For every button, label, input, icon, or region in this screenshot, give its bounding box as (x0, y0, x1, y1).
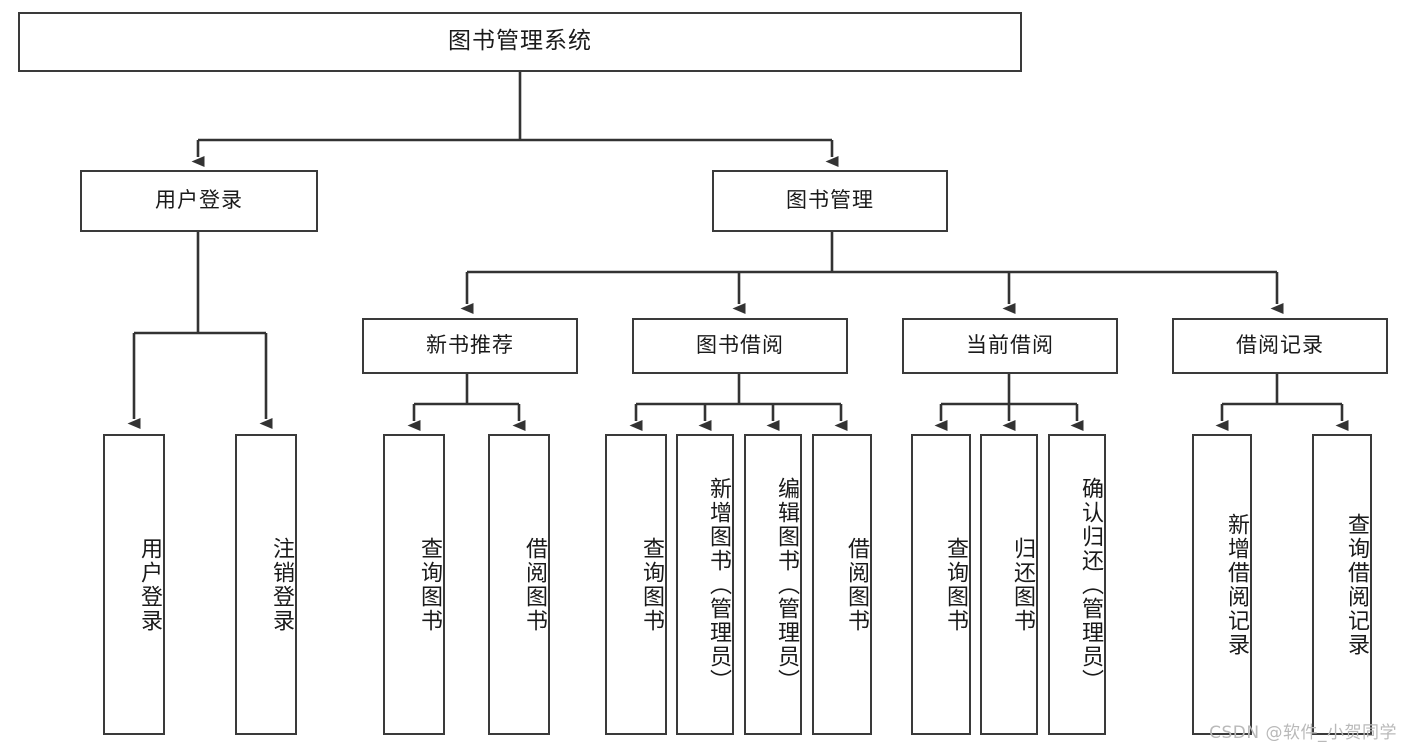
node-label: 注销登录 (269, 536, 294, 633)
node-label: 借阅记录 (1236, 333, 1324, 358)
node-label: 图书管理 (786, 188, 874, 213)
node-new-book-recommend[interactable]: 新书推荐 (362, 318, 578, 374)
node-label: 新书推荐 (426, 333, 514, 358)
node-label: 新增图书（管理员） (706, 476, 731, 693)
leaf-add-borrow-record[interactable]: 新增借阅记录 (1192, 434, 1252, 735)
leaf-add-book[interactable]: 新增图书（管理员） (676, 434, 734, 735)
node-label: 借阅图书 (844, 536, 869, 633)
leaf-logout-login[interactable]: 注销登录 (235, 434, 297, 735)
leaf-query-borrow-record[interactable]: 查询借阅记录 (1312, 434, 1372, 735)
node-label: 归还图书 (1010, 536, 1035, 633)
node-label: 确认归还（管理员） (1078, 476, 1103, 693)
leaf-borrow-book-2[interactable]: 借阅图书 (812, 434, 872, 735)
node-label: 查询借阅记录 (1344, 512, 1369, 657)
node-label: 图书管理系统 (448, 28, 592, 55)
node-current-borrow[interactable]: 当前借阅 (902, 318, 1118, 374)
leaf-query-book-1[interactable]: 查询图书 (383, 434, 445, 735)
node-label: 当前借阅 (966, 333, 1054, 358)
watermark-text: CSDN @软件_小贺同学 (1209, 723, 1397, 743)
node-label: 用户登录 (137, 536, 162, 633)
node-book-manage[interactable]: 图书管理 (712, 170, 948, 232)
node-label: 查询图书 (943, 536, 968, 633)
leaf-borrow-book-1[interactable]: 借阅图书 (488, 434, 550, 735)
leaf-confirm-return[interactable]: 确认归还（管理员） (1048, 434, 1106, 735)
node-root-system[interactable]: 图书管理系统 (18, 12, 1022, 72)
leaf-user-login[interactable]: 用户登录 (103, 434, 165, 735)
node-label: 查询图书 (417, 536, 442, 633)
node-label: 借阅图书 (522, 536, 547, 633)
node-borrow-record[interactable]: 借阅记录 (1172, 318, 1388, 374)
leaf-edit-book[interactable]: 编辑图书（管理员） (744, 434, 802, 735)
leaf-query-book-3[interactable]: 查询图书 (911, 434, 971, 735)
node-label: 图书借阅 (696, 333, 784, 358)
node-user-login[interactable]: 用户登录 (80, 170, 318, 232)
node-label: 查询图书 (639, 536, 664, 633)
leaf-query-book-2[interactable]: 查询图书 (605, 434, 667, 735)
node-book-borrow[interactable]: 图书借阅 (632, 318, 848, 374)
node-label: 新增借阅记录 (1224, 512, 1249, 657)
node-label: 用户登录 (155, 188, 243, 213)
node-label: 编辑图书（管理员） (774, 476, 799, 693)
leaf-return-book[interactable]: 归还图书 (980, 434, 1038, 735)
